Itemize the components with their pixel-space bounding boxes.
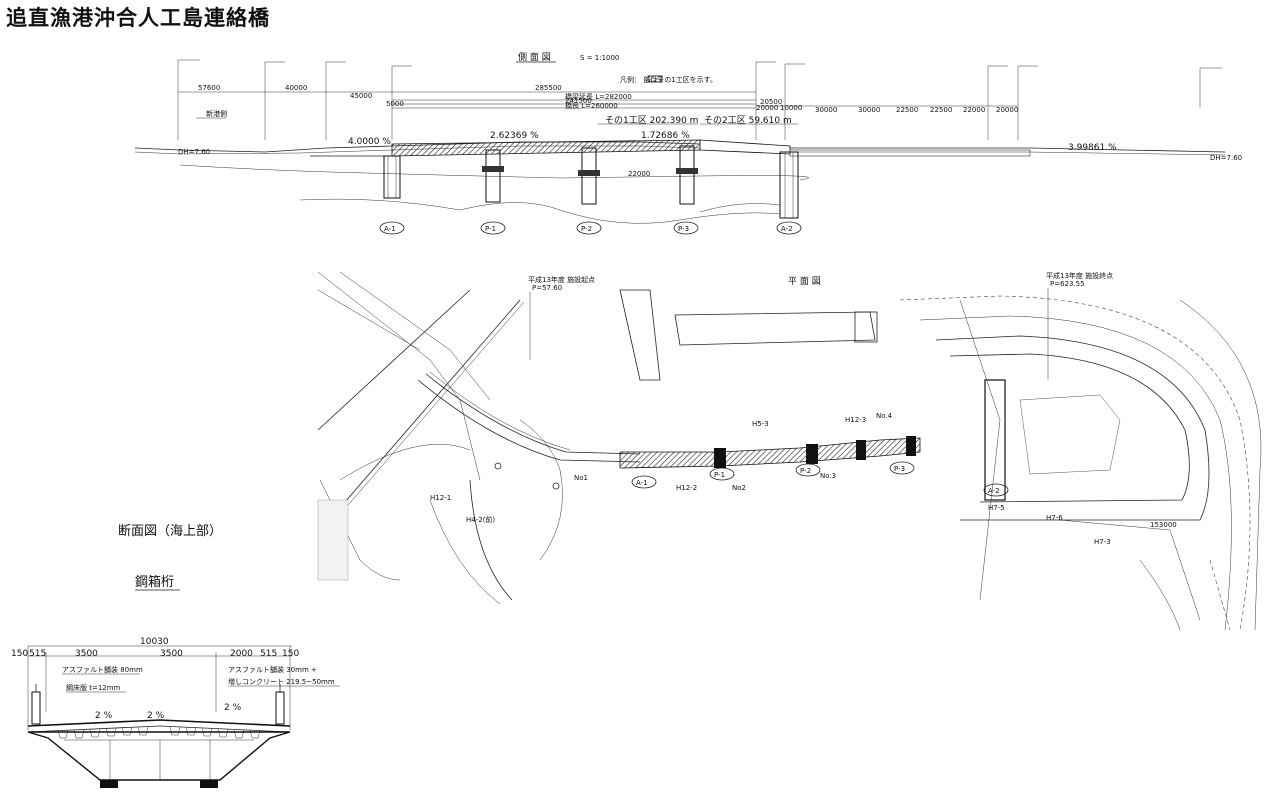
boreholes: H12-1 H4-2(前) No1 H12-2 No2 H5-3 No.3 H1… (430, 412, 1177, 546)
borehole-h12-2: H12-2 (676, 484, 697, 492)
pier-a1: A-1 (384, 225, 396, 233)
section-2-label: その2工区 59.610 m (704, 115, 792, 126)
cross-section: 断面図（海上部） 鋼箱桁 10030 150 515 3500 3500 200… (11, 524, 340, 788)
plan-pier-p1: P-1 (714, 471, 725, 479)
dim-10000: 10000 (780, 104, 802, 112)
side-view-span: 22000 (628, 170, 650, 178)
dim-45000: 45000 (350, 92, 372, 100)
dim-20500: 20500 (760, 98, 782, 106)
slope-1: 2 % (95, 711, 113, 721)
plan-pier-labels: A-1 P-1 P-2 P-3 A-2 (631, 461, 1009, 497)
section-dim-150-left: 150 (11, 649, 28, 659)
pier-a2: A-2 (781, 225, 793, 233)
concrete-overlay: 増しコンクリート 219.5~50mm (228, 677, 335, 686)
plan-girder (619, 437, 921, 469)
pier-p1: P-1 (485, 225, 496, 233)
pier-p2: P-2 (581, 225, 592, 233)
page-title: 追直漁港沖合人工島連絡橋 (6, 6, 270, 30)
side-view-legend: 凡例： 部はその1工区を示す。 (620, 75, 717, 84)
plan-section-note: 153000 (1150, 521, 1177, 529)
section-dim-3500-a: 3500 (75, 649, 98, 659)
grade-3: 1.72686 % (641, 131, 690, 141)
side-view-scale: S = 1:1000 (580, 54, 619, 62)
borehole-h7-6: H7-6 (1046, 514, 1063, 522)
deck-plate: 鋼床版 t=12mm (66, 683, 121, 692)
plan-view: 平 面 図 (317, 271, 1262, 631)
borehole-h7-3: H7-3 (1094, 538, 1111, 546)
borehole-no4: No.4 (876, 412, 893, 420)
start-point-sp: P=57.60 (532, 284, 562, 292)
section-subheading: 鋼箱桁 (135, 574, 174, 590)
dim-260000: 橋長 L=260000 (565, 101, 618, 110)
dim-57600: 57600 (198, 84, 220, 92)
side-view-left-label: 新港側 (206, 109, 227, 118)
dim-285500: 285500 (535, 84, 562, 92)
borehole-h4-2: H4-2(前) (466, 515, 495, 524)
section-heading: 断面図（海上部） (118, 524, 222, 539)
section-dim-515-left: 515 (29, 649, 46, 659)
section-total-width: 10030 (140, 637, 169, 647)
asphalt-left: アスファルト舗装 80mm (62, 665, 143, 674)
dim-20000-b: 20000 (756, 104, 778, 112)
section-dim-3500-b: 3500 (160, 649, 183, 659)
borehole-h12-3: H12-3 (845, 416, 866, 424)
girder-section-2 (699, 139, 791, 155)
dim-22500-a: 22500 (896, 106, 918, 114)
dim-241500: 241500 (565, 97, 592, 105)
dim-5000: 5000 (386, 100, 404, 108)
dh-right: DH=7.60 (1210, 154, 1242, 162)
borehole-no1: No1 (574, 474, 588, 482)
dh-left: DH=7.60 (178, 148, 210, 156)
section-dim-515-right: 515 (260, 649, 277, 659)
dim-20000: 20000 (996, 106, 1018, 114)
dim-30000-b: 30000 (858, 106, 880, 114)
dim-30000-a: 30000 (815, 106, 837, 114)
slope-2: 2 % (147, 711, 165, 721)
plan-pier-a1: A-1 (636, 479, 648, 487)
plan-pier-a2: A-2 (988, 487, 1000, 495)
section-1-label: その1工区 202.390 m (605, 115, 698, 126)
pier-labels: A-1 P-1 P-2 P-3 A-2 (379, 221, 802, 235)
dim-bridge-length: 橋梁延長 L=282000 (565, 92, 632, 101)
dim-22000: 22000 (963, 106, 985, 114)
borehole-h7-5: H7-5 (988, 504, 1005, 512)
grade-right: 3.99861 % (1068, 143, 1117, 153)
section-dim-150-right: 150 (282, 649, 299, 659)
side-view-heading: 側 面 図 (518, 51, 551, 63)
section-dim-2000: 2000 (230, 649, 253, 659)
box-girder (27, 731, 291, 781)
grade-2: 2.62369 % (490, 131, 539, 141)
grade-left: 4.0000 % (348, 137, 391, 147)
plan-pier-p2: P-2 (800, 467, 811, 475)
borehole-no3: No.3 (820, 472, 836, 480)
plan-pier-p3: P-3 (894, 465, 905, 473)
station-markers (177, 59, 1222, 140)
piers (383, 145, 799, 219)
legend-swatch (647, 75, 663, 83)
dim-40000: 40000 (285, 84, 307, 92)
start-point-label: 平成13年度 施設起点 (528, 275, 595, 284)
borehole-h5-3: H5-3 (752, 420, 769, 428)
side-view: 側 面 図 S = 1:1000 凡例： 部はその1工区を示す。 57600 4… (134, 51, 1242, 235)
pier-p3: P-3 (678, 225, 689, 233)
asphalt-right: アスファルト舗装 30mm + (228, 665, 317, 674)
end-point-sp: P=623.55 (1050, 280, 1085, 288)
plan-view-heading: 平 面 図 (788, 276, 821, 287)
end-point-label: 平成13年度 施設終点 (1046, 271, 1113, 280)
slope-3: 2 % (224, 703, 242, 713)
borehole-h12-1: H12-1 (430, 494, 451, 502)
dim-22500-b: 22500 (930, 106, 952, 114)
side-view-dims: 57600 40000 45000 285500 20500 30000 300… (198, 84, 1018, 114)
girder-section-1 (391, 139, 701, 157)
borehole-no2: No2 (732, 484, 746, 492)
